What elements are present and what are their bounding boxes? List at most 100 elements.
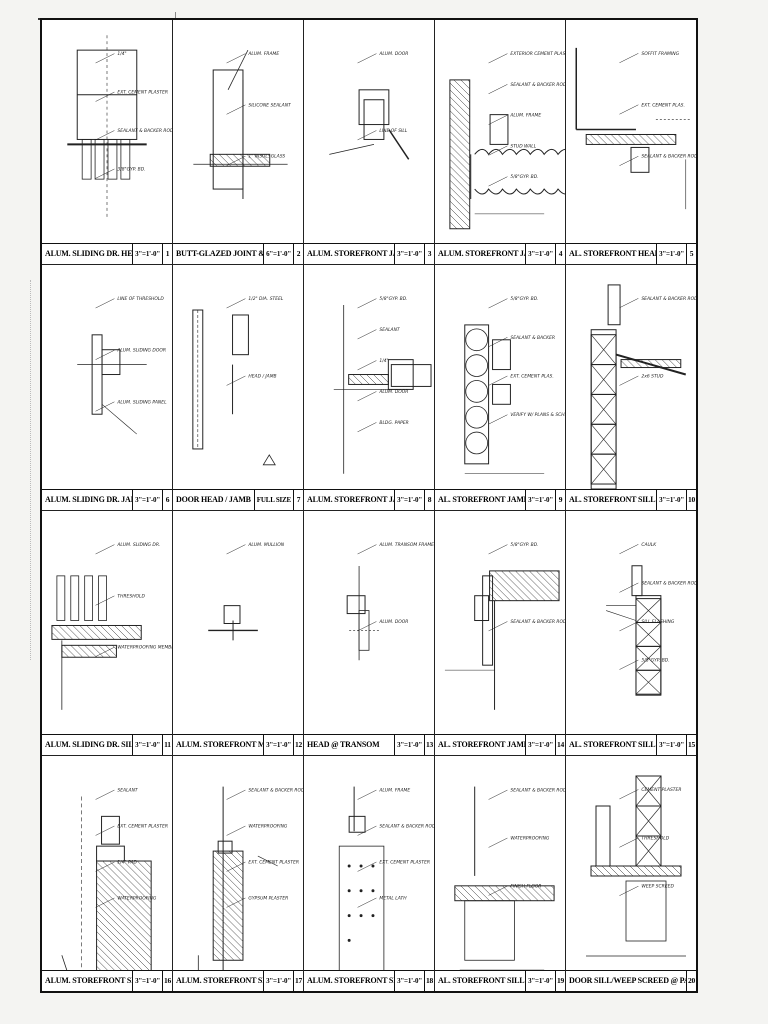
detail-scale: 3"=1'-0"	[656, 735, 686, 755]
callout-note: 2x6 STUD	[641, 374, 664, 380]
callout-note: SEALANT & BACKER ROD	[379, 824, 434, 830]
detail-scale: 3"=1'-0"	[394, 490, 424, 510]
detail-title: AL. STOREFRONT HEAD	[569, 249, 657, 258]
callout-note: EXT. CEMENT PLASTER	[117, 90, 168, 96]
callout-note: SEALANT & BACKER ROD	[641, 296, 696, 302]
detail-20: CEMENT PLASTER THRESHOLD WEEP SCREED DOOR S…	[566, 756, 696, 991]
detail-10: SEALANT & BACKER ROD 2x6 STUD AL. STOREFRO…	[566, 265, 696, 511]
detail-scale: 6"=1'-0"	[263, 244, 293, 264]
detail-title: ALUM. SLIDING DR. JAMB	[45, 495, 132, 504]
callout-note: ALUM. DOOR	[378, 619, 408, 625]
detail-number: 11	[162, 735, 172, 755]
detail-scale: 3"=1'-0"	[394, 971, 424, 991]
callout-note: ALUM. FRAME	[378, 788, 410, 794]
detail-number: 10	[686, 490, 696, 510]
detail-number: 19	[555, 971, 565, 991]
detail-number: 16	[162, 971, 172, 991]
detail-scale: 3"=1'-0"	[394, 244, 424, 264]
callout-note: 1/4" PAD	[117, 860, 137, 866]
callout-note: 5/8"GYP. BD.	[379, 296, 407, 302]
detail-title: ALUM. STOREFRONT JAMB	[438, 249, 525, 258]
callout-note: FINISH FLOOR	[510, 883, 541, 889]
callout-note: SEALANT & BACKER ROD	[510, 788, 565, 794]
detail-number: 12	[293, 735, 303, 755]
detail-number: 7	[293, 490, 303, 510]
callout-note: LINE OF THRESHOLD	[117, 296, 164, 302]
callout-note: ALUM. MULLION	[247, 542, 284, 548]
callout-note: WEEP SCREED	[641, 884, 674, 890]
detail-drawing: EXTERIOR CEMENT PLASTER SEALANT & BACKER …	[449, 51, 565, 230]
callout-note: EXT. CEMENT PLASTER	[379, 860, 430, 866]
detail-title: ALUM. STOREFRONT SILL	[307, 976, 394, 985]
detail-number: 13	[424, 735, 434, 755]
detail-scale: 3"=1'-0"	[132, 490, 162, 510]
callout-note: 1" INSUL. GLASS	[248, 154, 285, 160]
detail-title: AL. STOREFRONT JAMB	[438, 740, 526, 749]
callout-note: ALUM. SLIDING DOOR	[116, 348, 166, 354]
detail-4: EXTERIOR CEMENT PLASTER SEALANT & BACKER …	[435, 20, 566, 265]
detail-drawing: ALUM. TRANSOM FRAME ALUM. DOOR	[346, 542, 434, 661]
callout-note: CEMENT PLASTER	[641, 787, 681, 793]
detail-number: 1	[162, 244, 172, 264]
callout-note: VERIFY W/ PLANS & SCHED. SIDE OF FRAME F…	[510, 412, 565, 418]
detail-number: 17	[293, 971, 303, 991]
callout-note: EXT. CEMENT PLAS.	[641, 102, 685, 108]
detail-number: 9	[555, 490, 565, 510]
callout-note: SEALANT	[379, 327, 401, 333]
detail-scale: 3"=1'-0"	[263, 971, 293, 991]
callout-note: EXTERIOR CEMENT PLASTER	[510, 51, 565, 57]
callout-note: THRESHOLD	[641, 835, 669, 841]
detail-scale: 3"=1'-0"	[656, 490, 686, 510]
callout-note: 5/8"GYP. BD.	[510, 542, 538, 548]
detail-title: BUTT-GLAZED JOINT & DR. JAMB	[176, 249, 263, 258]
callout-note: ALUM. TRANSOM FRAME	[378, 542, 434, 548]
callout-note: 1/4"	[379, 358, 388, 364]
detail-18: ALUM. FRAME SEALANT & BACKER ROD EXT. CEME…	[304, 756, 435, 991]
detail-drawing: CEMENT PLASTER THRESHOLD WEEP SCREED	[586, 775, 686, 957]
detail-title: DOOR HEAD / JAMB	[176, 495, 251, 504]
callout-note: BLDG. PAPER	[379, 420, 408, 426]
callout-note: THRESHOLD	[117, 593, 145, 599]
detail-title: ALUM. STOREFRONT JAMB	[307, 495, 394, 504]
detail-number: 8	[424, 490, 434, 510]
callout-note: SEALANT & BACKER ROD	[510, 82, 565, 88]
detail-title: HEAD @ TRANSOM	[307, 740, 380, 749]
callout-note: CAULK	[641, 542, 657, 548]
detail-title: ALUM. STOREFRONT SILL	[176, 976, 263, 985]
detail-scale: 3"=1'-0"	[656, 244, 686, 264]
detail-title: AL. STOREFRONT JAMB	[438, 495, 526, 504]
detail-number: 2	[293, 244, 303, 264]
detail-number: 20	[686, 971, 696, 991]
callout-note: SEALANT	[117, 788, 139, 794]
callout-note: GYPSUM PLASTER	[248, 895, 288, 901]
detail-scale: 3"=1'-0"	[525, 971, 555, 991]
callout-note: WATERPROOFING MEMBRANE	[117, 645, 172, 651]
callout-note: LINE OF SILL	[379, 128, 407, 134]
